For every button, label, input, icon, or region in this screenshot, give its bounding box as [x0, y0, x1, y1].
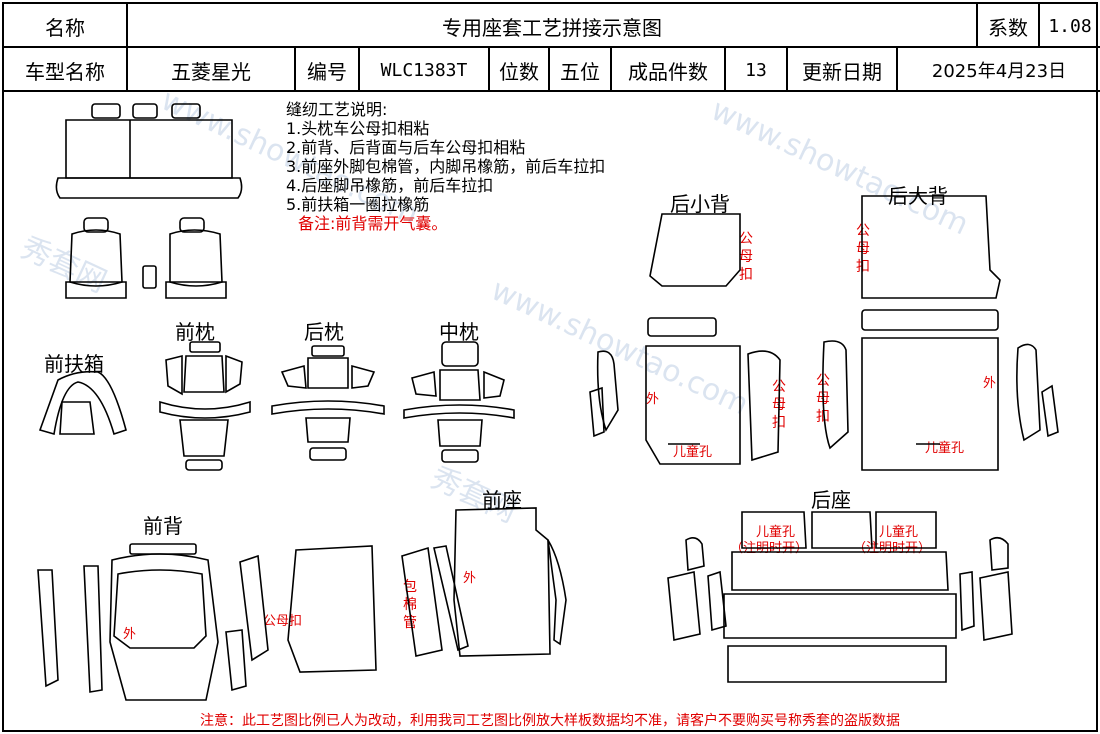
name-label: 名称 — [4, 4, 128, 48]
rear-small-back-pattern-icon — [589, 213, 781, 465]
tag-outer-large-back: 外 — [983, 376, 997, 391]
count-label: 成品件数 — [612, 48, 726, 92]
note-item: 5.前扶箱一圈拉橡筋 — [286, 195, 430, 214]
tag-snap-front-back: 公母扣 — [263, 614, 303, 629]
label-front-back: 前背 — [143, 514, 183, 538]
tag-snap-small-back: 公母扣 — [739, 231, 753, 283]
seats-label: 位数 — [490, 48, 550, 92]
label-rear-seat: 后座 — [811, 488, 851, 512]
date-value: 2025年4月23日 — [931, 61, 1067, 82]
front-seat-pattern-icon — [401, 507, 567, 657]
notes-heading: 缝纫工艺说明: — [286, 100, 388, 119]
notes-remark: 备注:前背需开气囊。 — [298, 214, 448, 233]
date-label: 更新日期 — [788, 48, 898, 92]
note-item: 2.前背、后背面与后车公母扣相粘 — [286, 138, 526, 157]
sewing-notes: 缝纫工艺说明: 1.头枕车公母扣相粘 2.前背、后背面与后车公母扣相粘 3.前座… — [286, 100, 605, 233]
front-back-pattern-icon — [37, 543, 377, 701]
code-label: 编号 — [296, 48, 360, 92]
rear-seat-overview-icon — [55, 103, 243, 199]
tag-child-hole-rear-left: 儿童孔 — [756, 525, 796, 540]
tag-child-hole-rear-right: 儿童孔 — [879, 525, 919, 540]
rear-seat-pattern-icon — [667, 511, 1013, 683]
count-value: 13 — [726, 48, 788, 92]
row-divider — [4, 46, 1100, 48]
row-divider — [4, 90, 1100, 92]
front-headrest-pattern-icon — [159, 341, 251, 471]
tag-outer-small-back: 外 — [646, 392, 660, 407]
label-middle-headrest: 中枕 — [439, 320, 479, 344]
label-rear-headrest: 后枕 — [304, 320, 344, 344]
front-seat-overview-icon — [65, 217, 227, 299]
middle-headrest-pattern-icon — [403, 341, 515, 463]
note-item: 4.后座脚吊橡筋，前后车拉扣 — [286, 176, 494, 195]
front-armrest-pattern-icon — [38, 370, 127, 436]
coef-label: 系数 — [978, 4, 1040, 48]
note-item: 1.头枕车公母扣相粘 — [286, 119, 430, 138]
coef-value: 1.08 — [1048, 15, 1092, 37]
label-rear-small-back: 后小背 — [670, 192, 730, 216]
tag-outer-front-seat: 外 — [463, 571, 477, 586]
code-value: WLC1383T — [360, 48, 490, 92]
model-value: 五菱星光 — [128, 48, 296, 92]
note-item: 3.前座外脚包棉管，内脚吊橡筋，前后车拉扣 — [286, 157, 606, 176]
page-title: 专用座套工艺拼接示意图 — [128, 4, 978, 48]
tag-outer-front-back: 外 — [123, 627, 137, 642]
rear-headrest-pattern-icon — [271, 345, 385, 461]
tag-snap-large-back: 公母扣 — [856, 223, 870, 275]
model-label: 车型名称 — [4, 48, 128, 92]
label-front-headrest: 前枕 — [175, 320, 215, 344]
tag-child-hole-small: 儿童孔 — [673, 445, 713, 460]
footer-notice: 注意：此工艺图比例已人为改动，利用我司工艺图比例放大样板数据均不准，请客户不要购… — [200, 713, 900, 729]
rear-large-back-pattern-icon — [822, 195, 1059, 471]
seats-value: 五位 — [550, 48, 612, 92]
